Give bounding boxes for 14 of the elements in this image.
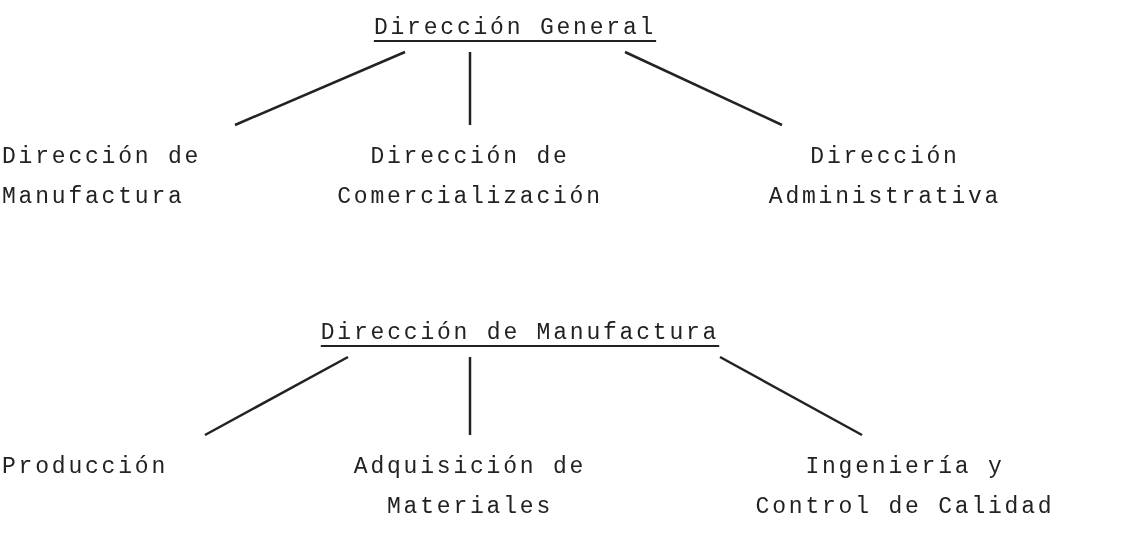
- heading-title: Dirección General: [373, 14, 657, 43]
- heading-title: Dirección de Manufactura: [320, 319, 720, 348]
- connector-line: [204, 355, 349, 437]
- connector-line: [468, 52, 472, 125]
- unit-title: Adquisición de Materiales: [352, 453, 588, 522]
- connector-line: [624, 50, 783, 127]
- unit-title: Dirección de Comercialización: [336, 143, 604, 212]
- connector-line: [468, 357, 472, 435]
- unit-title: Ingeniería y Control de Calidad: [754, 453, 1056, 522]
- unit-title: Dirección Administrativa: [767, 143, 1003, 212]
- unit-title: Dirección de Manufactura: [2, 143, 203, 212]
- connector-line: [234, 50, 406, 127]
- connector-line: [719, 355, 863, 437]
- unit-title: Producción: [2, 453, 169, 482]
